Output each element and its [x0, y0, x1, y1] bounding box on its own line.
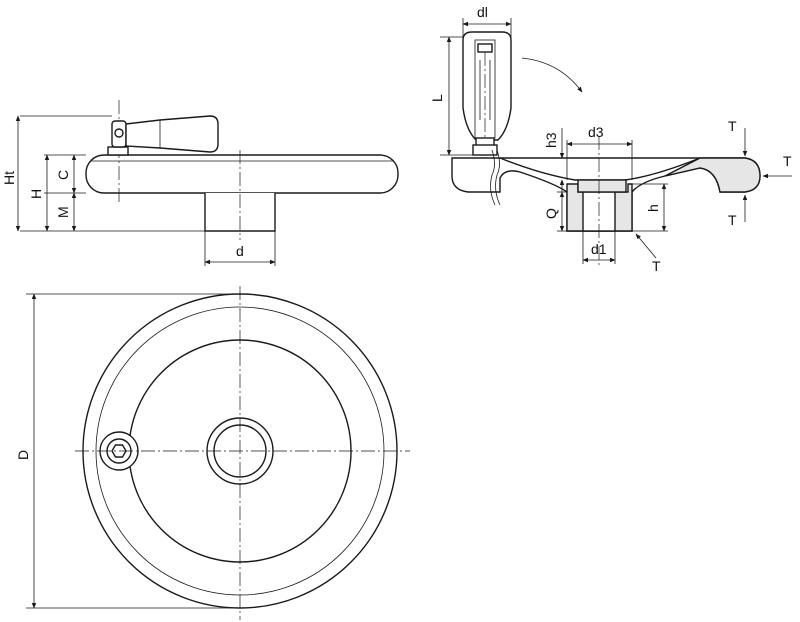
label-d3: d3 — [588, 124, 604, 140]
label-M: M — [55, 206, 71, 218]
label-h3: h3 — [543, 132, 559, 148]
label-dl: dl — [477, 4, 488, 20]
label-d1: d1 — [591, 241, 607, 257]
label-T-bottom: T — [728, 212, 737, 228]
vertical-handle — [462, 31, 512, 156]
label-T-top: T — [728, 118, 737, 134]
label-T-right: T — [783, 153, 792, 169]
label-C: C — [55, 170, 71, 180]
label-Q: Q — [543, 208, 559, 219]
label-d: d — [236, 243, 244, 259]
label-D: D — [15, 450, 31, 460]
label-H: H — [28, 189, 44, 199]
side-view: Ht H C M d — [1, 100, 399, 266]
label-Ht: Ht — [1, 171, 17, 185]
revolving-handle — [107, 115, 219, 156]
label-h: h — [645, 204, 661, 212]
section-view: dl L h3 d3 Q h d1 T T T T — [429, 4, 792, 274]
label-L: L — [429, 94, 445, 102]
label-T-hub: T — [652, 258, 661, 274]
front-view: D — [15, 286, 410, 620]
